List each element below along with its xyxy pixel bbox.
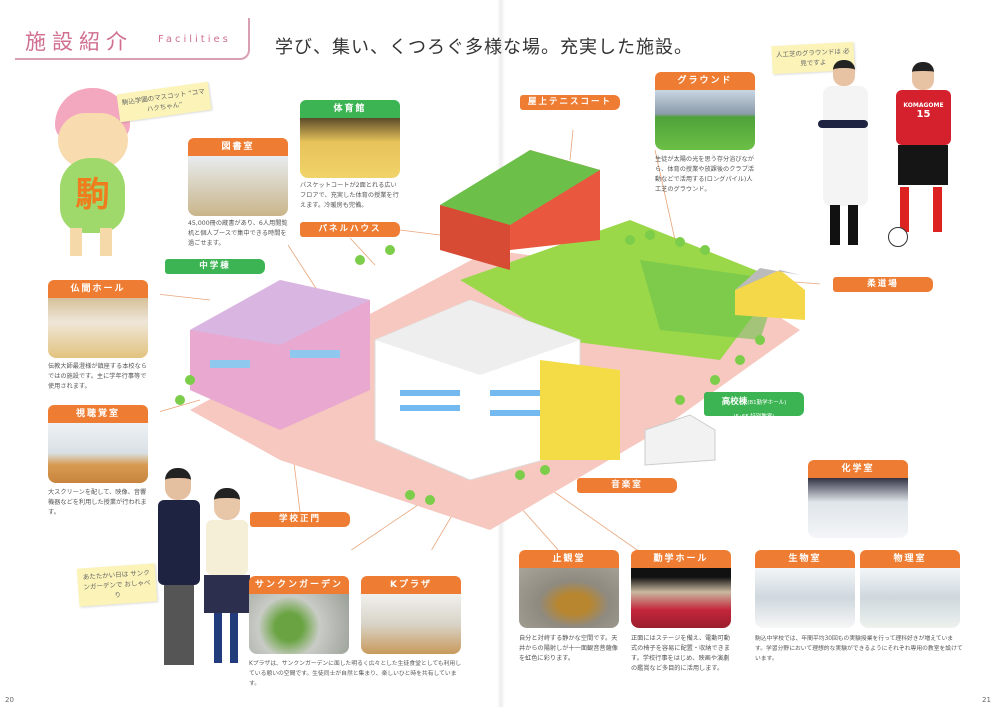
chemistry-photo xyxy=(808,478,908,538)
card-title: サンクンガーデン xyxy=(249,576,349,594)
soccer-student: KOMAGOME 15 xyxy=(888,62,963,252)
card-title: 止観堂 xyxy=(519,550,619,568)
card-physics: 物理室 xyxy=(860,550,960,628)
storage-building xyxy=(644,414,716,466)
science-desc: 駒込中学校では、年間平均30回もの実験授業を行って理科好きが増えています。学習分… xyxy=(755,636,963,662)
card-title: 物理室 xyxy=(860,550,960,568)
kingaku-photo xyxy=(631,568,731,628)
gym-desc: バスケットコートが2面とれる広いフロアで、充実した体育の授業を行えます。冷暖房も… xyxy=(300,182,399,209)
physics-photo xyxy=(860,568,960,628)
card-title: 勤学ホール xyxy=(631,550,731,568)
jersey-number: 15 xyxy=(916,109,931,120)
page-title-en: Facilities xyxy=(158,34,231,45)
card-title: 生物室 xyxy=(755,550,855,568)
high-school-title: 高校棟 xyxy=(721,397,748,407)
page-number-left: 20 xyxy=(5,696,14,704)
baseball-student xyxy=(818,60,873,250)
shikando-photo xyxy=(519,568,619,628)
mascot-komahaku: 駒 xyxy=(50,88,140,258)
butsuma-desc: 伝教大師最澄様が鎮座する本校ならではの施設です。主に学年行事等で使用されます。 xyxy=(48,363,147,390)
ground-desc: 生徒が太陽の光を思う存分浴びながら、体育の授業や放課後のクラブ活動などで活用する… xyxy=(655,156,754,193)
shikando-desc: 自分と対峙する静かな空間です。天井からの陽射しが十一面観音菩薩像を虹色に彩ります… xyxy=(519,635,618,662)
garden-note: あたたかい日は サンクンガーデンで おしゃべり xyxy=(76,563,158,607)
jersey-text: KOMAGOME xyxy=(903,102,944,109)
ground-photo xyxy=(655,90,755,150)
student-blazer xyxy=(150,468,205,673)
kingaku-desc: 正面にはステージを備え、電動可動式の椅子を容易に配置・収納できます。学校行事をは… xyxy=(631,635,730,672)
judo-building xyxy=(735,268,805,320)
headline: 学び、集い、くつろぐ多様な場。充実した施設。 xyxy=(275,37,693,58)
card-title: 視聴覚室 xyxy=(48,405,148,423)
card-ground: グラウンド xyxy=(655,72,755,150)
library-desc: 45,000冊の蔵書があり、6人用閲覧机と個人ブースで集中できる時間を過ごせます… xyxy=(188,220,288,247)
label-rooftop-tennis: 屋上テニスコート xyxy=(520,95,620,110)
biology-photo xyxy=(755,568,855,628)
page-title: 施設紹介 xyxy=(25,30,133,54)
mascot-glyph: 駒 xyxy=(60,158,125,233)
campus-illustration xyxy=(160,130,820,550)
card-library: 図書室 xyxy=(188,138,288,216)
card-chemistry: 化学室 xyxy=(808,460,908,538)
label-school-gate: 学校正門 xyxy=(250,512,350,527)
card-shikando: 止観堂 xyxy=(519,550,619,628)
tennis-building xyxy=(440,150,600,270)
card-title: 仏間ホール xyxy=(48,280,148,298)
card-k-plaza: Kプラザ xyxy=(361,576,461,654)
label-high-school: 高校棟(B1勤学ホール) (5･6F 特別教室) xyxy=(704,392,804,420)
card-biology: 生物室 xyxy=(755,550,855,628)
gym-photo xyxy=(300,118,400,178)
card-sunken-garden: サンクンガーデン xyxy=(249,576,349,654)
kplaza-photo xyxy=(361,594,461,654)
library-photo xyxy=(188,156,288,216)
high-school-sub1: (B1勤学ホール) xyxy=(747,400,787,406)
card-kingaku-hall: 勤学ホール xyxy=(631,550,731,628)
av-desc: 大スクリーンを配して、映像、音響機器などを利用した授業が行われます。 xyxy=(48,489,147,516)
card-title: 図書室 xyxy=(188,138,288,156)
card-gym: 体育館 xyxy=(300,100,400,178)
trees xyxy=(175,230,765,505)
title-frame xyxy=(15,18,250,60)
label-panel-house: パネルハウス xyxy=(300,222,400,237)
card-title: Kプラザ xyxy=(361,576,461,594)
high-school-building xyxy=(374,299,620,481)
label-junior-high: 中学棟 xyxy=(165,259,265,274)
sunken-photo xyxy=(249,594,349,654)
student-sweater xyxy=(200,488,255,673)
junior-high-building xyxy=(190,280,370,430)
page-number-right: 21 xyxy=(982,696,991,704)
card-title: グラウンド xyxy=(655,72,755,90)
butsuma-photo xyxy=(48,298,148,358)
card-title: 化学室 xyxy=(808,460,908,478)
card-butsuma-hall: 仏間ホール xyxy=(48,280,148,358)
label-judo-hall: 柔道場 xyxy=(833,277,933,292)
label-music-room: 音楽室 xyxy=(577,478,677,493)
plaza-desc: Kプラザは、サンクンガーデンに面した明るく広々とした生徒食堂としても利用している… xyxy=(249,661,462,687)
soccer-ball xyxy=(888,227,908,247)
av-photo xyxy=(48,423,148,483)
card-title: 体育館 xyxy=(300,100,400,118)
card-av-room: 視聴覚室 xyxy=(48,405,148,483)
high-school-sub2: (5･6F 特別教室) xyxy=(733,414,775,420)
